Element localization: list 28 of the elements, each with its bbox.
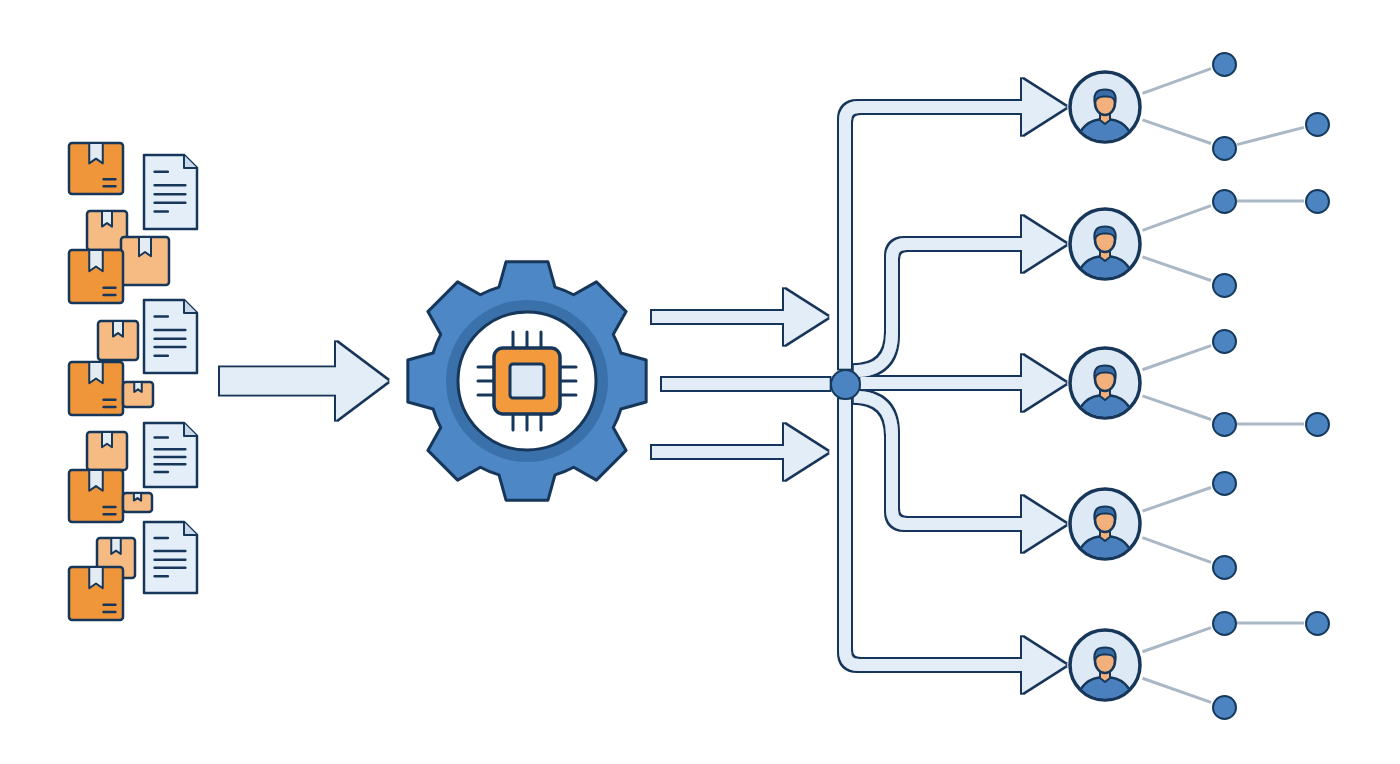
connector-line [1141,344,1212,372]
hollow-bar [662,378,830,390]
connector-line [1236,125,1305,147]
connector-line [1141,486,1212,513]
hollow-arrow [220,342,388,420]
user-avatar-icon [1068,628,1142,702]
hollow-arrow [860,355,1066,411]
hollow-arrow [652,424,828,480]
user-avatar-icon [1068,70,1142,144]
hollow-arrow [853,390,1066,552]
connector-line [1237,621,1304,625]
connector-line [1141,536,1212,564]
connector-line [1141,676,1212,704]
hollow-arrow [839,399,1066,693]
connector-line [1141,118,1212,145]
connector-line [1141,626,1212,654]
hollow-arrow [839,79,1066,369]
connector-line [1237,199,1304,203]
connector-line [1141,67,1212,95]
user-avatar-icon [1068,207,1142,281]
user-avatar-icon [1068,346,1142,420]
connector-line [1141,255,1212,282]
hollow-arrow [652,289,828,345]
connector-line [1141,394,1212,421]
user-avatar-icon [1068,487,1142,561]
hollow-arrow [853,216,1066,378]
connector-line [1141,204,1212,232]
connector-line [1237,422,1304,426]
